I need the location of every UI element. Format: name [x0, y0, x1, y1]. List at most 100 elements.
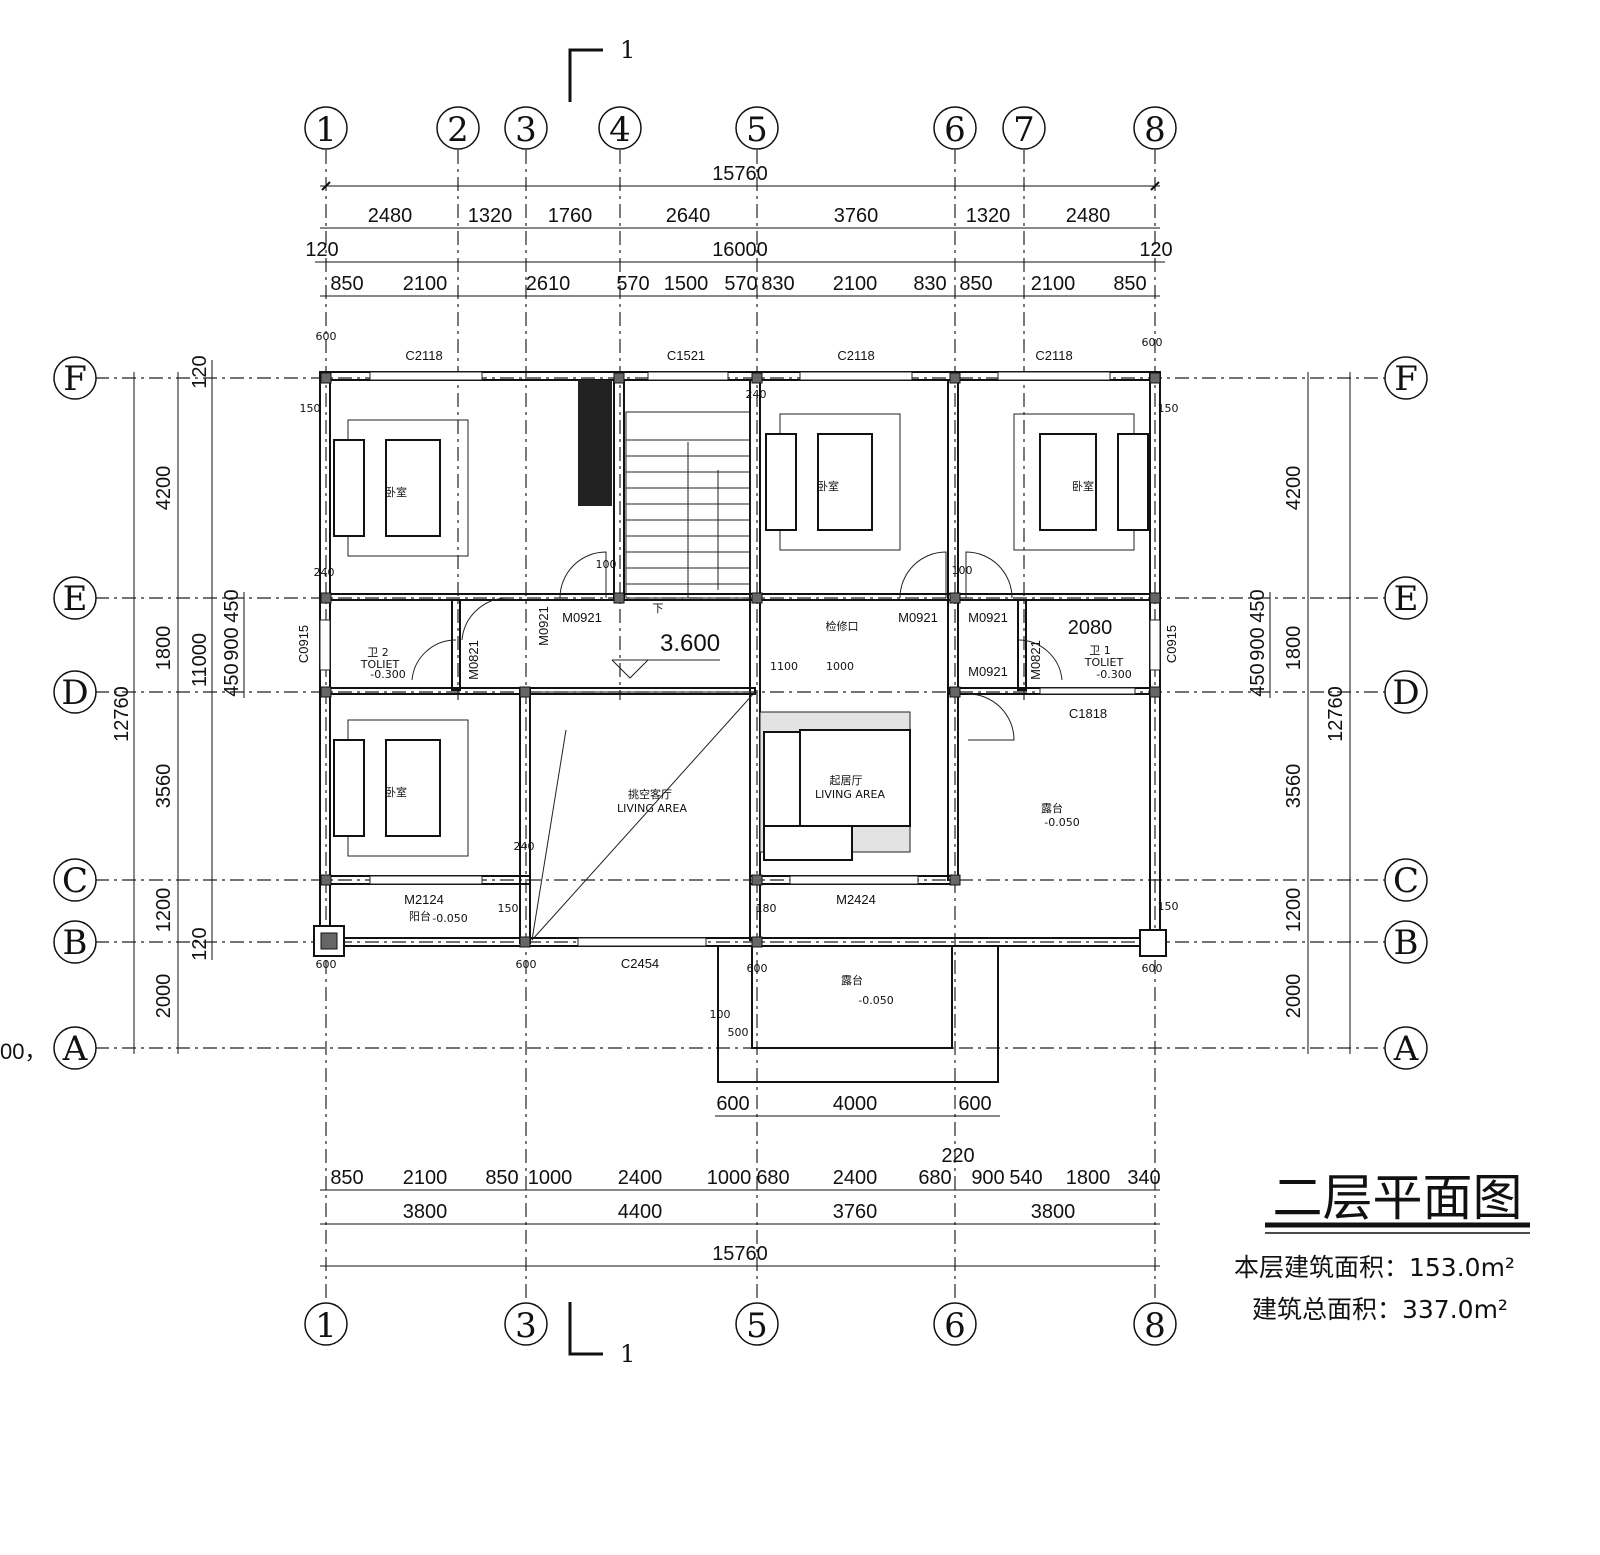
door-label: M0821	[1028, 640, 1043, 680]
grid-bubble-bottom-3	[504, 1302, 548, 1346]
grid-bubble-bottom-1	[304, 1302, 348, 1346]
room-balcony-level: -0.050	[432, 912, 467, 925]
total-area-text: 建筑总面积：337.0m²	[1252, 1295, 1508, 1324]
dim-left-axis: 2000	[153, 974, 175, 1019]
grid-label-right-B: B	[1394, 923, 1419, 963]
dim-right-axis: 1200	[1283, 888, 1305, 933]
door-label: M0921	[968, 664, 1008, 679]
grid-bubble-right-A	[1384, 1026, 1428, 1070]
window-label: C2118	[837, 348, 874, 363]
dim-bottom-opening: 1000	[707, 1167, 752, 1189]
grid-label-left-F: F	[63, 359, 87, 399]
small-dim: 100	[952, 564, 973, 577]
dim-bottom-opening: 2100	[403, 1167, 448, 1189]
dim-bottom-opening: 900	[971, 1167, 1004, 1189]
grid-label-bottom-1: 1	[315, 1306, 337, 1346]
grid-bubble-left-E	[53, 576, 97, 620]
room-bedroom: 卧室	[385, 785, 407, 799]
room-toilet-2-en: TOLIET	[360, 658, 400, 671]
dim-top-opening: 570	[724, 273, 757, 295]
small-dim: 600	[316, 330, 337, 343]
grid-label-right-A: A	[1393, 1029, 1419, 1069]
room-void-living-en: LIVING AREA	[617, 802, 688, 815]
window-label: C2118	[1035, 348, 1072, 363]
room-terrace-side-level: -0.050	[1044, 816, 1079, 829]
dim-bottom-opening: 340	[1127, 1167, 1160, 1189]
section-marks	[568, 48, 603, 1356]
grid-lines-vertical	[325, 150, 1156, 1300]
dim-right-window: 900	[1247, 627, 1269, 660]
grid-bubble-right-E	[1384, 576, 1428, 620]
dim-bottom-opening: 1000	[528, 1167, 573, 1189]
grid-bubble-top-5	[735, 106, 779, 150]
grid-label-right-F: F	[1394, 359, 1418, 399]
dim-bottom-axis: 3800	[1031, 1201, 1076, 1223]
window-label: C0915	[296, 625, 311, 663]
room-family-living: 起居厅	[830, 774, 863, 787]
dim-left-overall: 12760	[111, 686, 133, 742]
small-dim: 600	[316, 958, 337, 971]
dim-left-mid: 11000	[189, 633, 211, 687]
small-dim: 240	[746, 388, 767, 401]
small-dim: 1100	[770, 660, 798, 673]
room-bedroom: 卧室	[1072, 479, 1094, 493]
dim-right-axis: 4200	[1283, 466, 1305, 511]
dim-left-mid-top: 120	[189, 355, 211, 388]
grid-bubble-bottom-8	[1133, 1302, 1177, 1346]
grid-label-bottom-5: 5	[746, 1306, 768, 1346]
dim-right-window: 450	[1247, 589, 1269, 622]
dim-top-axis: 2480	[368, 205, 413, 227]
drawing-title: 二层平面图	[1272, 1169, 1523, 1227]
grid-lines-horizontal	[95, 377, 1390, 1049]
room-void-living: 挑空客厅	[628, 787, 672, 801]
small-dim: 100	[596, 558, 617, 571]
small-dim: 180	[756, 902, 777, 915]
dim-bottom-extra: 220	[941, 1145, 974, 1167]
grid-bubble-right-B	[1384, 920, 1428, 964]
dim-top-outer: 16000	[712, 239, 768, 261]
dim-bottom-overall: 15760	[712, 1243, 768, 1265]
small-dim: 150	[498, 902, 519, 915]
dim-top-axis: 2480	[1066, 205, 1111, 227]
beds	[333, 413, 1149, 857]
dim-left-mid-bottom: 120	[189, 927, 211, 960]
dim-top-opening: 1500	[664, 273, 709, 295]
door-label: M0921	[968, 610, 1008, 625]
grid-bubble-top-8	[1133, 106, 1177, 150]
dim-top-opening: 570	[616, 273, 649, 295]
dim-top-opening: 850	[1113, 273, 1146, 295]
dim-left-window: 450	[221, 663, 243, 696]
grid-label-bottom-3: 3	[515, 1306, 537, 1346]
floor-area-text: 本层建筑面积：153.0m²	[1234, 1253, 1515, 1282]
grid-label-right-C: C	[1393, 861, 1419, 901]
dim-bottom-opening: 2400	[833, 1167, 878, 1189]
dim-bottom-opening: 540	[1009, 1167, 1042, 1189]
small-dim: 240	[314, 566, 335, 579]
grid-label-right-D: D	[1392, 673, 1419, 713]
room-toilet-2: 卫 2	[367, 646, 389, 659]
dim-top-opening: 830	[761, 273, 794, 295]
dim-top-axis: 2640	[666, 205, 711, 227]
dim-top-opening: 850	[330, 273, 363, 295]
grid-bubble-left-B	[53, 920, 97, 964]
dim-left-window: 900	[221, 627, 243, 660]
grid-bubble-top-7	[1002, 106, 1046, 150]
room-terrace-front-level: -0.050	[858, 994, 893, 1007]
small-dim: 150	[1158, 402, 1179, 415]
dim-terrace: 600	[716, 1093, 749, 1115]
dim-bottom-opening: 850	[330, 1167, 363, 1189]
window-label: C1818	[1069, 706, 1107, 721]
level-markers	[611, 659, 720, 679]
dim-top-opening: 2100	[833, 273, 878, 295]
dim-top-opening: 2100	[1031, 273, 1076, 295]
grid-bubble-left-A	[53, 1026, 97, 1070]
dim-top-axis: 1320	[468, 205, 513, 227]
grid-bubble-top-6	[933, 106, 977, 150]
grid-label-left-D: D	[61, 673, 88, 713]
dim-left-axis: 3560	[153, 764, 175, 809]
grid-bubble-bottom-6	[933, 1302, 977, 1346]
dim-top-opening: 850	[959, 273, 992, 295]
dim-top-axis: 1320	[966, 205, 1011, 227]
left-dimension-lines	[133, 360, 245, 1054]
